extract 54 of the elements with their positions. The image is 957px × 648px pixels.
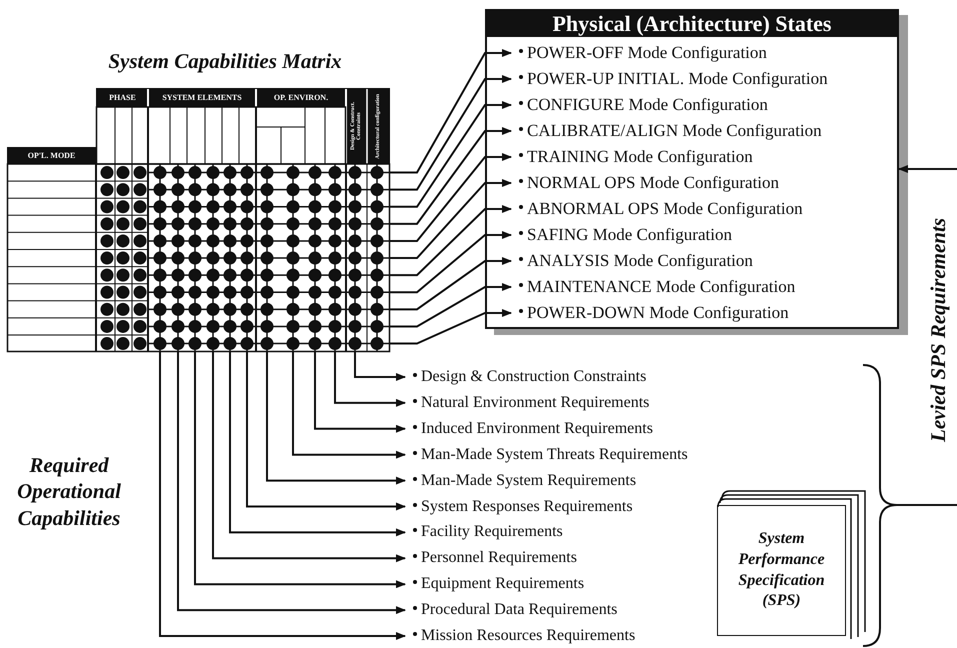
state-list-item: POWER-OFF Mode Configuration bbox=[511, 41, 767, 65]
arrow bbox=[212, 352, 406, 562]
arrow bbox=[194, 352, 406, 588]
arrow bbox=[390, 231, 512, 294]
requirement-list-item: Equipment Requirements bbox=[405, 574, 584, 594]
state-list-item: MAINTENANCE Mode Configuration bbox=[511, 275, 796, 299]
state-list-item: POWER-DOWN Mode Configuration bbox=[511, 301, 789, 325]
state-list-item: NORMAL OPS Mode Configuration bbox=[511, 171, 780, 195]
arrow bbox=[898, 165, 957, 173]
state-list-item: CONFIGURE Mode Configuration bbox=[511, 93, 768, 117]
state-list-item: ABNORMAL OPS Mode Configuration bbox=[511, 197, 803, 221]
arrow bbox=[390, 309, 512, 345]
vertical-heading: Levied SPS Requirements bbox=[925, 217, 951, 444]
arrow bbox=[292, 352, 406, 459]
diagram-title: System Capabilities Matrix bbox=[107, 48, 343, 74]
column-header: SYSTEM ELEMENTS bbox=[162, 94, 242, 102]
arrow bbox=[334, 352, 406, 407]
arrow bbox=[229, 352, 406, 536]
arrow bbox=[390, 179, 512, 260]
panel-title: Physical (Architecture) States bbox=[487, 11, 897, 37]
requirement-list-item: System Responses Requirements bbox=[405, 496, 633, 516]
arrow bbox=[390, 257, 512, 310]
arrow bbox=[266, 352, 406, 485]
arrow bbox=[390, 153, 512, 242]
state-list-item: POWER-UP INITIAL. Mode Configuration bbox=[511, 67, 828, 91]
arrow bbox=[159, 352, 406, 640]
state-list-item: SAFING Mode Configuration bbox=[511, 223, 732, 247]
arrow bbox=[390, 101, 512, 208]
arrow bbox=[314, 352, 406, 433]
document-box: System Performance Specification (SPS) bbox=[717, 505, 846, 636]
side-heading: Required Operational Capabilities bbox=[16, 452, 122, 532]
arrow bbox=[390, 283, 512, 328]
column-header: PHASE bbox=[109, 94, 136, 102]
arrow bbox=[246, 352, 406, 510]
state-list-item: CALIBRATE/ALIGN Mode Configuration bbox=[511, 119, 822, 143]
arrow bbox=[390, 127, 512, 225]
arrow bbox=[177, 352, 406, 614]
requirement-list-item: Induced Environment Requirements bbox=[405, 418, 653, 439]
requirement-list-item: Man-Made System Threats Requirements bbox=[405, 444, 688, 465]
arrow bbox=[390, 205, 512, 276]
requirement-list-item: Design & Construction Constraints bbox=[405, 367, 646, 387]
state-list-item: TRAINING Mode Configuration bbox=[511, 145, 753, 169]
requirement-list-item: Natural Environment Requirements bbox=[405, 392, 650, 413]
state-list-item: ANALYSIS Mode Configuration bbox=[511, 249, 753, 273]
requirement-list-item: Mission Resources Requirements bbox=[405, 626, 636, 646]
column-header: OP. ENVIRON. bbox=[274, 94, 328, 102]
requirement-list-item: Man-Made System Requirements bbox=[405, 470, 636, 491]
requirement-list-item: Personnel Requirements bbox=[405, 548, 577, 568]
arrow bbox=[390, 49, 512, 174]
arrow bbox=[354, 352, 406, 381]
arrow bbox=[390, 75, 512, 191]
column-header: OP'L. MODE bbox=[28, 152, 76, 160]
requirement-list-item: Procedural Data Requirements bbox=[405, 600, 618, 620]
requirement-list-item: Facility Requirements bbox=[405, 522, 563, 542]
